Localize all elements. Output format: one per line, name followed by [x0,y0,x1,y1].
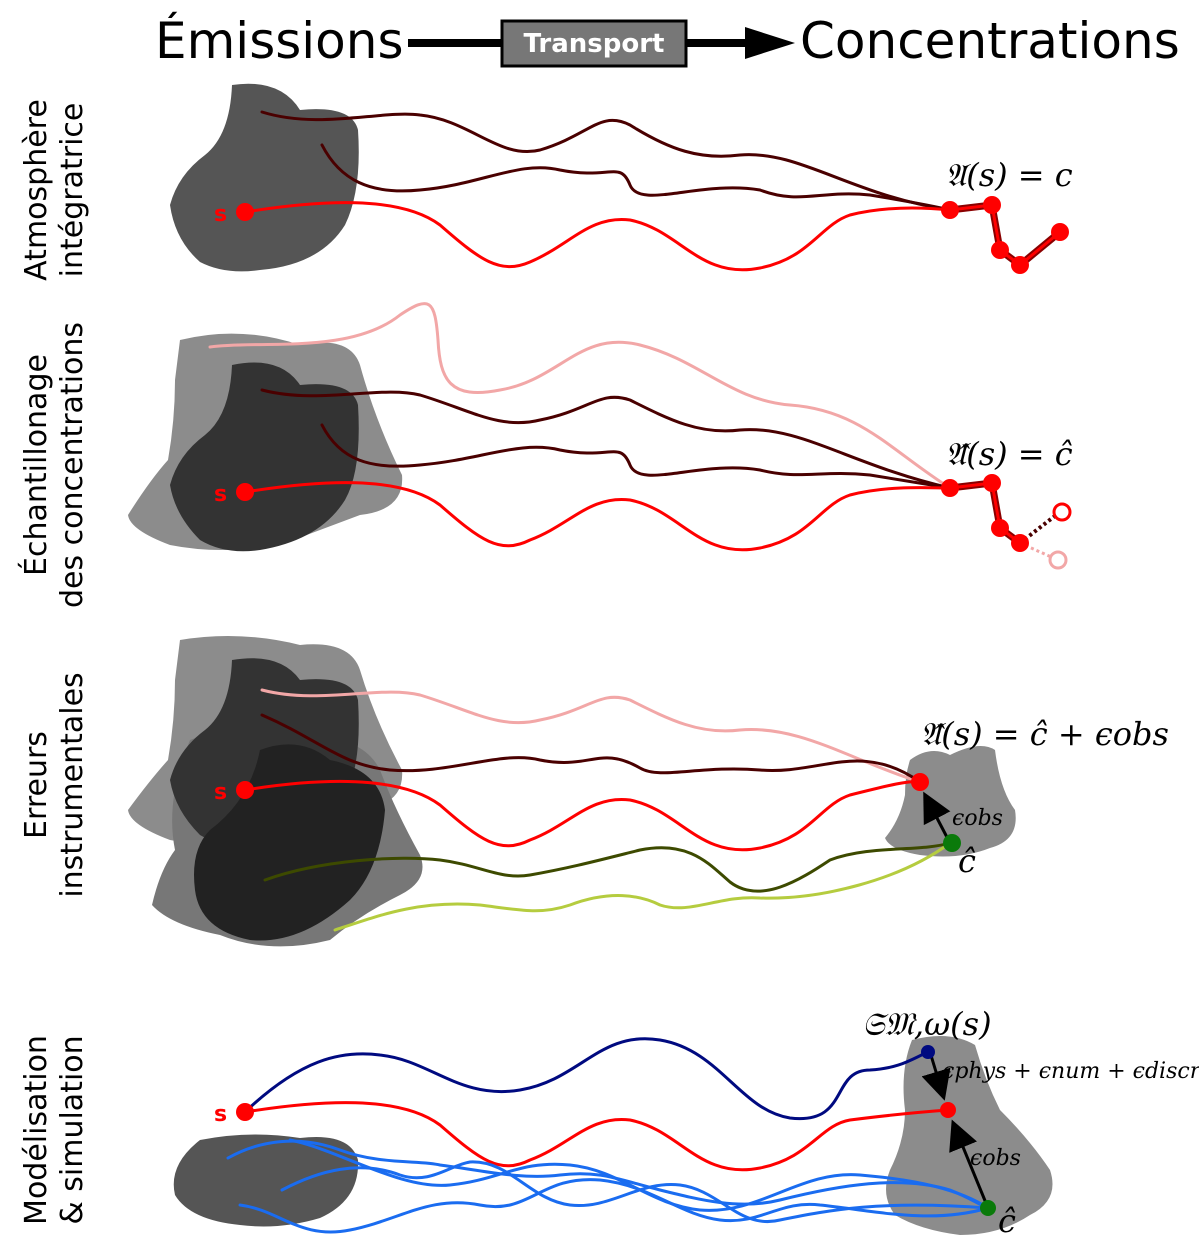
trajectory-dark-2 [320,143,952,212]
trajectory-source [243,481,952,552]
emission-blob [170,83,359,272]
side-label-row-2: Échantillonage des concentrations [18,322,90,608]
c-hat-label: ĉ [958,842,976,880]
equation-row-2: 𝔄̂(s) = ĉ [945,435,1073,473]
sample-series [949,481,1021,545]
trajectory-blue-2 [280,1160,990,1224]
model-error-arrow [921,1051,951,1101]
equation-row-1: 𝔄(s) = c [945,156,1073,194]
trajectory-dark [260,713,922,784]
header: Émissions Transport Concentrations [155,11,1180,70]
concentration-point [991,241,1009,259]
row1-line1: Atmosphère [19,99,54,281]
sample-point [941,479,959,497]
eps-obs-label: ϵobs [952,806,1003,831]
eps-model-label: ϵphys + ϵnum + ϵdiscr [942,1059,1199,1084]
row1-line2: intégratrice [55,103,90,278]
row-2-panel: s 𝔄̂(s) = ĉ [128,302,1073,570]
header-transport: Transport [524,29,665,59]
simulated-point [921,1045,935,1059]
trajectory-model [243,1037,930,1121]
source-label: s [214,202,227,227]
header-emissions: Émissions [155,11,404,70]
trajectory-dark-1 [260,388,952,490]
row3-line2: instrumentales [55,672,90,897]
side-label-row-3: Erreurs instrumentales [19,672,90,897]
trajectory-lime [333,841,952,932]
row4-line2: & simulation [55,1035,90,1224]
header-arrow-head-icon [745,27,795,59]
equation-row-3: 𝔄̂(s) = ĉ + ϵobs [920,715,1169,753]
row2-line2: des concentrations [55,322,90,608]
source-label: s [214,1102,227,1127]
sample-point [1011,534,1029,552]
emission-blob-darkest [194,744,385,941]
row3-line1: Erreurs [19,731,54,839]
source-label: s [214,780,227,805]
row2-line1: Échantillonage [18,354,54,576]
sample-point [991,519,1009,537]
row4-line1: Modélisation [19,1035,54,1225]
concentration-point [941,201,959,219]
trajectory-blue-3 [238,1178,990,1234]
row-1-panel: s 𝔄(s) = c [170,83,1073,274]
trajectory-dark-2 [320,423,952,490]
true-concentration-point [943,834,961,852]
obs-error-arrow [923,791,952,844]
unsampled-point [1048,550,1068,570]
trajectory-pink [208,302,952,490]
trajectory-source [243,201,952,272]
trajectory-source [243,1101,950,1172]
row-4-panel: s 𝔖𝔐,ω(s) ϵphys + ϵnum + ϵdiscr ϵobs ĉ [173,1005,1199,1237]
side-label-row-4: Modélisation & simulation [19,1035,90,1225]
concentration-point [1051,223,1069,241]
side-label-row-1: Atmosphère intégratrice [19,99,90,281]
emission-blob-dark [170,362,359,552]
c-hat-label: ĉ [998,1202,1016,1237]
trajectory-olive [263,841,952,893]
source-point [236,203,254,221]
observed-point [911,773,929,791]
concentration-point [1011,256,1029,274]
trajectory-pink [260,688,922,784]
trajectory-source [243,779,922,852]
observed-point [940,1102,956,1118]
header-concentrations: Concentrations [800,12,1180,70]
unsampled-point [1052,502,1072,522]
source-point [236,781,254,799]
trajectory-blue-4 [288,1138,990,1212]
emission-blob [173,1134,359,1227]
source-point [236,1103,254,1121]
trajectory-dark-1 [260,110,952,212]
concentration-point [983,196,1001,214]
true-concentration-point [980,1200,996,1216]
eps-obs-label: ϵobs [970,1146,1021,1171]
sample-point [983,474,1001,492]
row-3-panel: s ϵobs ĉ 𝔄̂(s) = ĉ + ϵobs [128,636,1169,947]
equation-row-4: 𝔖𝔐,ω(s) [862,1005,992,1043]
source-point [236,483,254,501]
source-label: s [214,482,227,507]
obs-error-arrow [949,1119,990,1209]
